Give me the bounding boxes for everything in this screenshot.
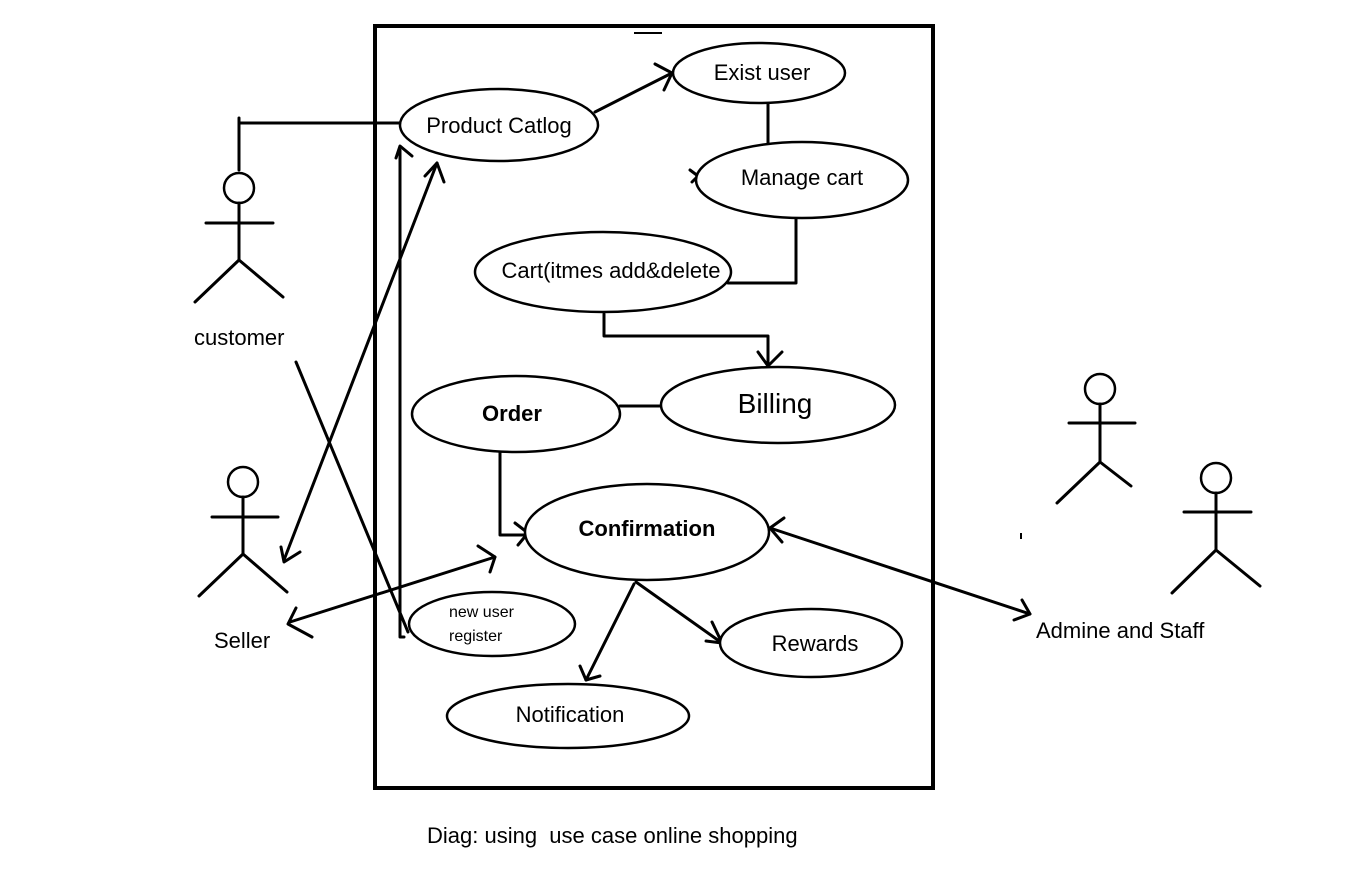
actor-admin-label: Admine and Staff (1036, 618, 1205, 643)
cart-billing-arrowhead (756, 350, 784, 368)
use-case-product-catalog: Product Catlog (398, 87, 600, 163)
order-label: Order (482, 401, 542, 426)
rewards-label: Rewards (772, 631, 859, 656)
new-user-label: new user (449, 604, 515, 621)
customer-newuser-link (294, 360, 410, 634)
register-label: register (449, 628, 503, 645)
use-case-billing: Billing (659, 365, 897, 445)
use-case-new-user-register: new user register (407, 590, 577, 658)
actor-customer-label: customer (194, 325, 284, 350)
managecart-cart-link (726, 217, 798, 285)
cart-billing-link (602, 312, 770, 370)
newuser-catalog-link (398, 148, 406, 639)
use-case-cart: Cart(itmes add&delete (473, 230, 733, 314)
use-case-order: Order (410, 374, 622, 454)
actor-customer-figure (193, 171, 285, 304)
confirmation-admin-arrowhead-end (1012, 598, 1032, 622)
confirmation-rewards-arrow (634, 580, 724, 645)
newuser-catalog-arrowhead (394, 144, 414, 160)
seller-catalog-arrowhead-top (423, 161, 446, 184)
catalog-existuser-arrow (593, 71, 674, 114)
actor-seller-label: Seller (214, 628, 270, 653)
seller-confirmation-arrowhead-top (476, 544, 497, 574)
seller-catalog-arrow (282, 161, 439, 562)
actor-staff-figure (1170, 461, 1262, 595)
notification-label: Notification (516, 702, 625, 727)
actor-seller-figure (197, 465, 289, 598)
use-case-exist-user: Exist user (671, 41, 847, 105)
diagram-caption: Diag: using use case online shopping (427, 823, 798, 848)
use-case-notification: Notification (445, 682, 691, 750)
order-confirmation-link (498, 450, 532, 537)
actor-admin-figure (1055, 372, 1137, 505)
product-catalog-label: Product Catlog (426, 113, 572, 138)
seller-catalog-arrowhead-bottom (279, 545, 302, 564)
seller-confirmation-arrow (288, 555, 497, 624)
confirmation-notification-arrowhead (578, 664, 602, 682)
use-case-rewards: Rewards (718, 607, 904, 679)
confirmation-notification-arrow (584, 582, 636, 682)
seller-confirmation-arrowhead-bottom (286, 606, 314, 639)
manage-cart-label: Manage cart (741, 165, 863, 190)
confirmation-label: Confirmation (579, 516, 716, 541)
system-boundary (373, 24, 935, 790)
cart-label: Cart(itmes add&delete (502, 258, 721, 283)
use-case-confirmation: Confirmation (523, 482, 771, 582)
use-case-manage-cart: Manage cart (694, 140, 910, 220)
confirmation-admin-arrow (768, 526, 1032, 616)
exist-user-label: Exist user (714, 60, 811, 85)
connectors (237, 62, 1032, 682)
confirmation-admin-arrowhead-start (768, 516, 786, 544)
billing-label: Billing (738, 388, 813, 419)
stray-mark (1020, 533, 1022, 539)
